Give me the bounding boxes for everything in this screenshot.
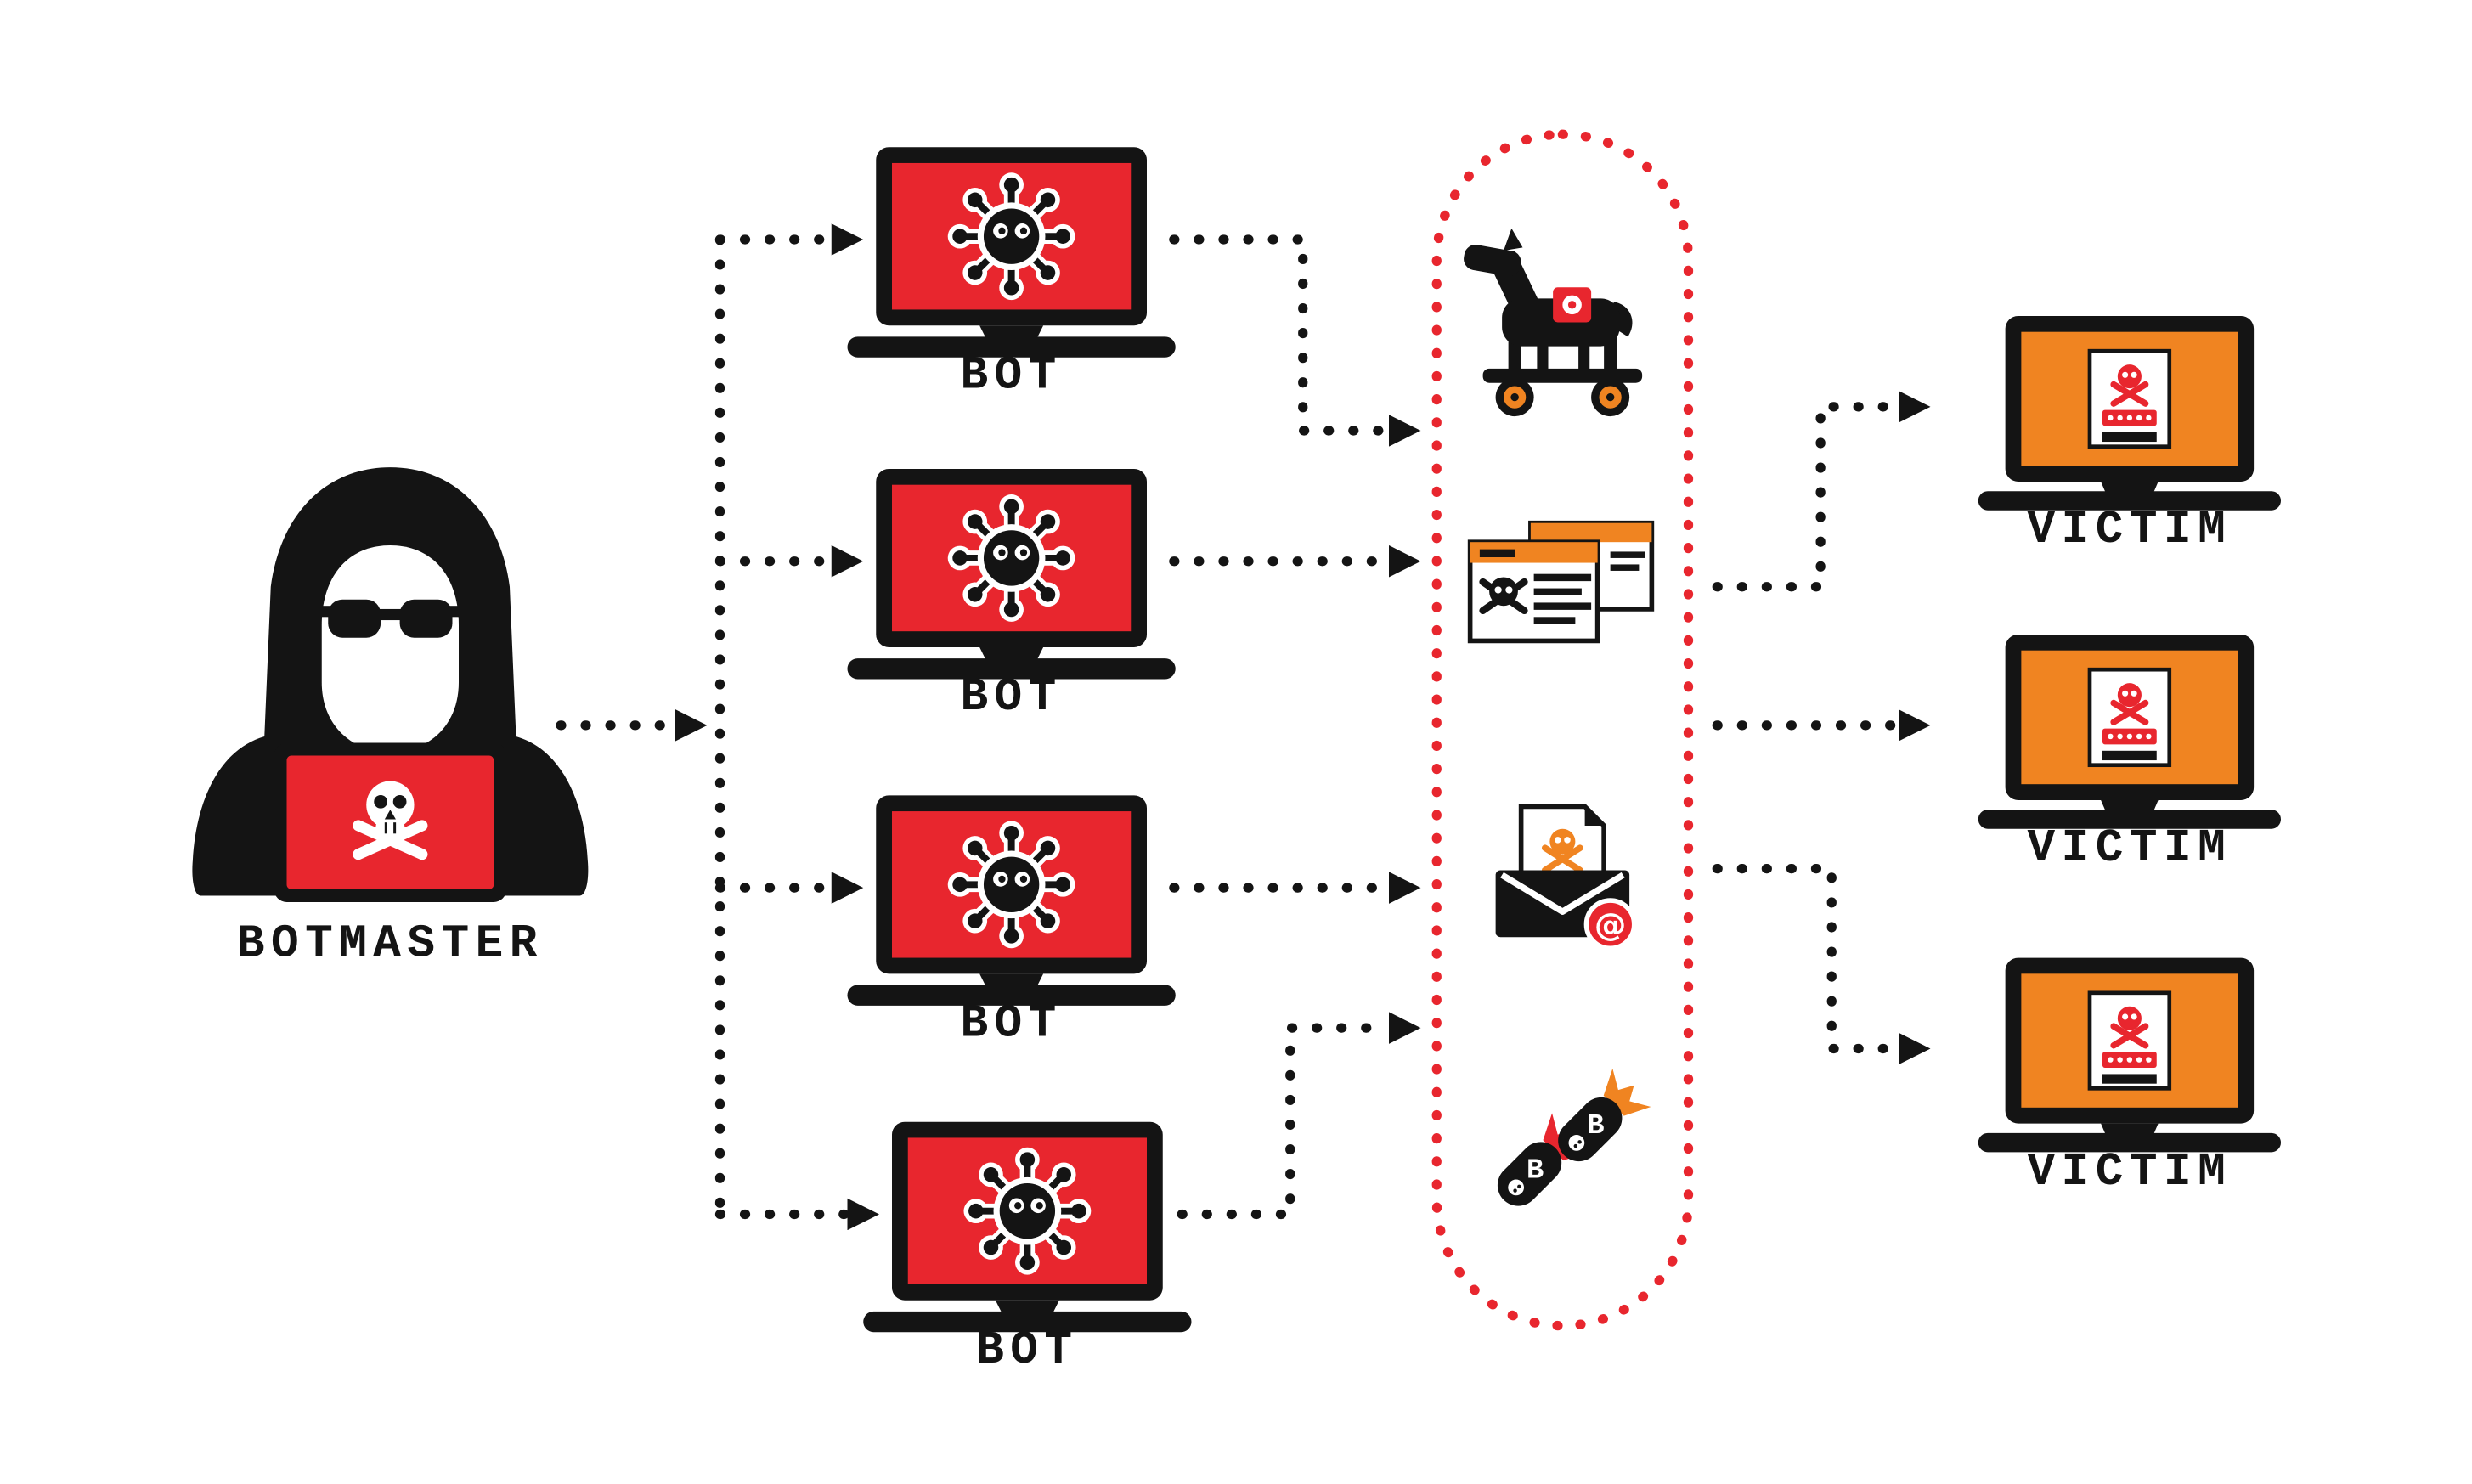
arrow-attacks-to-victim-1 bbox=[1712, 391, 1931, 592]
svg-text:B: B bbox=[1587, 1110, 1604, 1143]
bot-laptop-3 bbox=[848, 795, 1176, 1006]
arrow-attacks-to-victim-3 bbox=[1712, 863, 1931, 1065]
horse-head bbox=[1464, 245, 1521, 277]
victim-laptop-2 bbox=[1978, 635, 2281, 829]
bot-laptop-1 bbox=[848, 147, 1176, 358]
victim-label-1: VICTIM bbox=[2028, 505, 2232, 556]
victim-group: VICTIM VICTIM VICTIM bbox=[1978, 316, 2281, 1199]
spam-bombs-icon: B B bbox=[1488, 1068, 1651, 1215]
at-badge bbox=[1583, 898, 1637, 951]
victim-label-2: VICTIM bbox=[2028, 823, 2232, 875]
bot-group: BOT BOT BOT BOT bbox=[848, 147, 1192, 1377]
face bbox=[321, 545, 459, 753]
bot-label-1: BOT bbox=[960, 350, 1062, 402]
arrow-bot1-to-attacks bbox=[1169, 234, 1421, 447]
attack-types-capsule: @ B B bbox=[1431, 129, 1694, 1331]
botmaster-laptop bbox=[274, 742, 507, 902]
connector-arrows bbox=[556, 223, 1931, 1231]
horse-ear bbox=[1504, 228, 1523, 251]
bomb-orange-fins: B bbox=[1549, 1068, 1651, 1171]
glasses-icon bbox=[315, 599, 466, 638]
skull-crossbones-icon bbox=[1542, 828, 1583, 874]
skull-crossbones-icon bbox=[353, 781, 428, 860]
botmaster-label: BOTMASTER bbox=[237, 919, 544, 971]
bot-label-2: BOT bbox=[960, 672, 1062, 724]
victim-laptop-3 bbox=[1978, 958, 2281, 1153]
malicious-website-icon bbox=[1467, 520, 1655, 644]
victim-label-3: VICTIM bbox=[2028, 1147, 2232, 1199]
at-symbol: @ bbox=[1594, 906, 1627, 943]
attack-capsule-outline bbox=[1431, 129, 1694, 1331]
bot-laptop-2 bbox=[848, 469, 1176, 680]
botmaster-figure: BOTMASTER bbox=[192, 467, 589, 971]
bot-laptop-4 bbox=[863, 1122, 1191, 1333]
arrow-bot4-to-attacks bbox=[1177, 1012, 1421, 1220]
skull-crossbones-icon bbox=[1479, 577, 1528, 615]
victim-laptop-1 bbox=[1978, 316, 2281, 511]
trojan-horse-icon bbox=[1464, 228, 1643, 417]
bot-label-3: BOT bbox=[960, 998, 1062, 1050]
bot-label-4: BOT bbox=[976, 1325, 1078, 1377]
svg-text:B: B bbox=[1527, 1155, 1544, 1188]
phishing-email-icon: @ bbox=[1495, 804, 1637, 951]
